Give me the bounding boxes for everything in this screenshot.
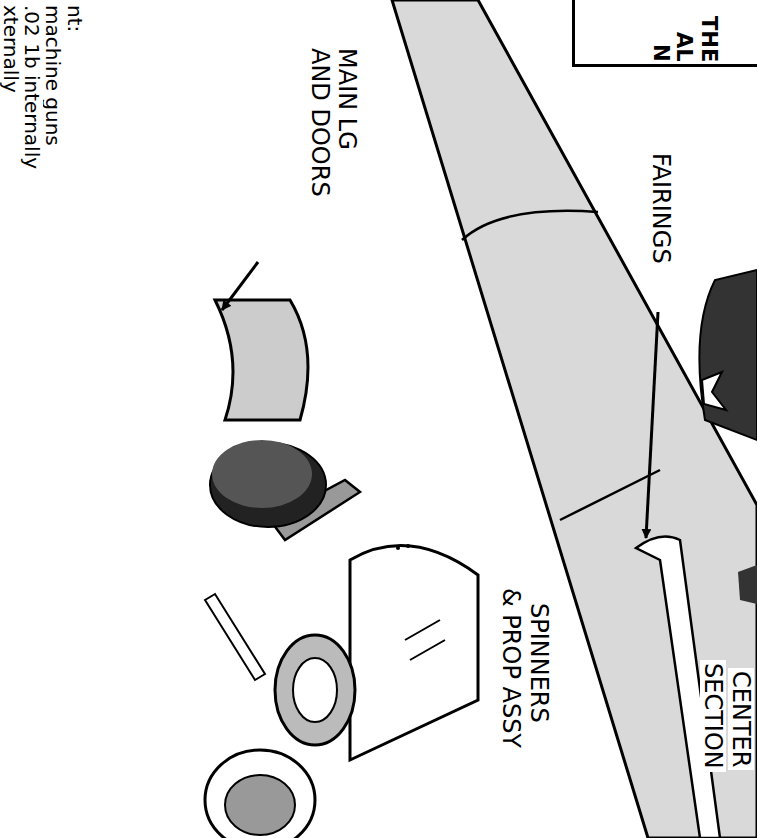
box-text: AL: [672, 32, 695, 62]
spinner: [205, 750, 315, 838]
engine-part: [699, 270, 757, 440]
wheel-face: [212, 440, 312, 508]
small-part: [405, 620, 445, 660]
part-label: SECTION: [700, 660, 726, 772]
part-label: SPINNERS: [526, 600, 552, 726]
gear-door: [215, 300, 308, 420]
leader-arrow: [646, 312, 658, 538]
part-label: AND DOORS: [307, 45, 333, 200]
part-label: FAIRINGS: [648, 150, 674, 267]
box-text: THE: [697, 16, 720, 62]
panel-line: [560, 470, 660, 520]
part-label: & PROP ASSY: [498, 585, 524, 751]
spinner-inner: [225, 775, 295, 835]
nacelle: [350, 546, 478, 760]
part-label: nt:: [64, 2, 86, 35]
gear-ring: [275, 635, 355, 745]
part-label: .02 1b internally: [21, 2, 43, 172]
engine-part: [738, 565, 757, 604]
part-label: xternally: [0, 2, 22, 96]
panel-line: [462, 211, 598, 240]
part-label: machine guns: [42, 2, 64, 149]
part-label: CENTER: [728, 668, 754, 770]
gear-ring-hole: [293, 658, 337, 722]
small-part: [205, 594, 265, 680]
bracket-part: [702, 372, 726, 410]
leader-arrow: [222, 262, 258, 310]
title-box: THEALN: [572, 0, 757, 67]
part-label: MAIN LG: [334, 45, 360, 153]
box-text: N: [649, 44, 672, 62]
